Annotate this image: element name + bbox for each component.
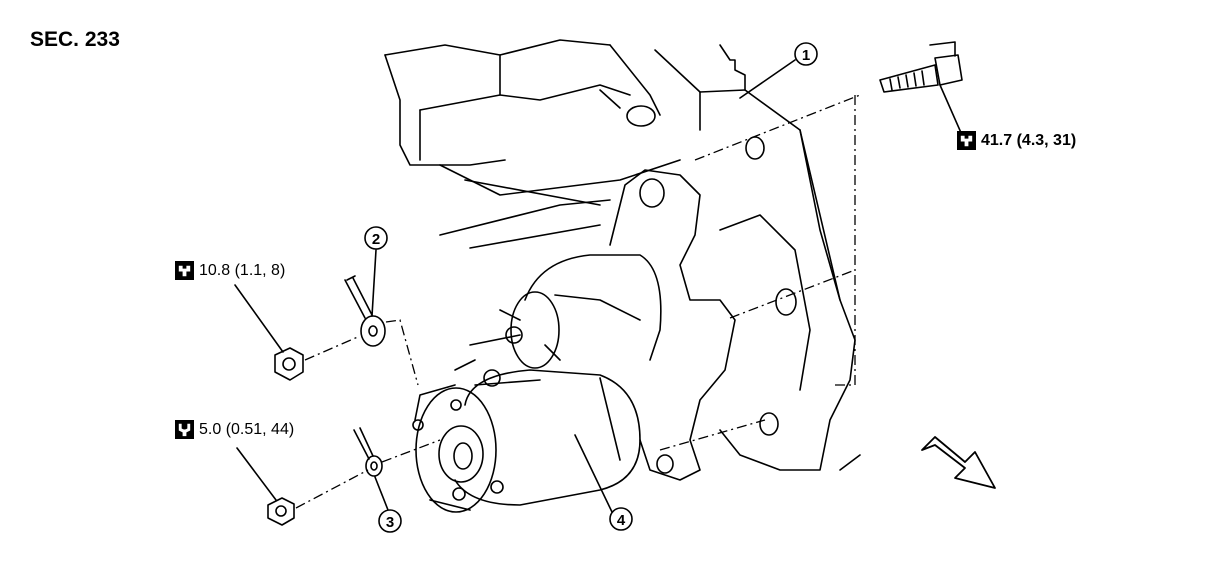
starter-motor — [412, 169, 736, 513]
torque-value-bolt: 41.7 (4.3, 31) — [981, 131, 1077, 149]
svg-text:2: 2 — [372, 231, 380, 248]
engine-block — [384, 39, 746, 249]
transmission-housing — [699, 89, 861, 471]
svg-text:3: 3 — [386, 514, 394, 531]
callout-4: 4 — [609, 507, 633, 531]
torque-wrench-icon — [957, 131, 976, 150]
section-label: SEC. 233 — [30, 28, 120, 51]
washer-lower — [353, 427, 389, 511]
torque-value-nut-lower: 5.0 (0.51, 44) — [199, 420, 295, 438]
nut-lower — [236, 447, 295, 526]
torque-spec-nut-upper: 10.8 (1.1, 8) — [175, 261, 285, 280]
torque-spec-nut-lower: 5.0 (0.51, 44) — [175, 420, 294, 439]
nut-upper — [234, 284, 304, 381]
callouts: 1 2 3 4 — [364, 42, 818, 533]
callout-2: 2 — [364, 226, 388, 250]
svg-text:4: 4 — [617, 512, 626, 529]
front-arrow-icon — [921, 436, 996, 489]
washer-upper — [344, 249, 386, 347]
callout-3: 3 — [378, 509, 402, 533]
torque-spec-bolt: 41.7 (4.3, 31) — [957, 131, 1076, 150]
mounting-bolt — [879, 41, 963, 136]
torque-wrench-icon — [175, 261, 194, 280]
callout-1: 1 — [794, 42, 818, 66]
svg-text:1: 1 — [802, 47, 810, 64]
torque-value-nut-upper: 10.8 (1.1, 8) — [199, 261, 286, 279]
torque-screwdriver-icon — [175, 420, 194, 439]
